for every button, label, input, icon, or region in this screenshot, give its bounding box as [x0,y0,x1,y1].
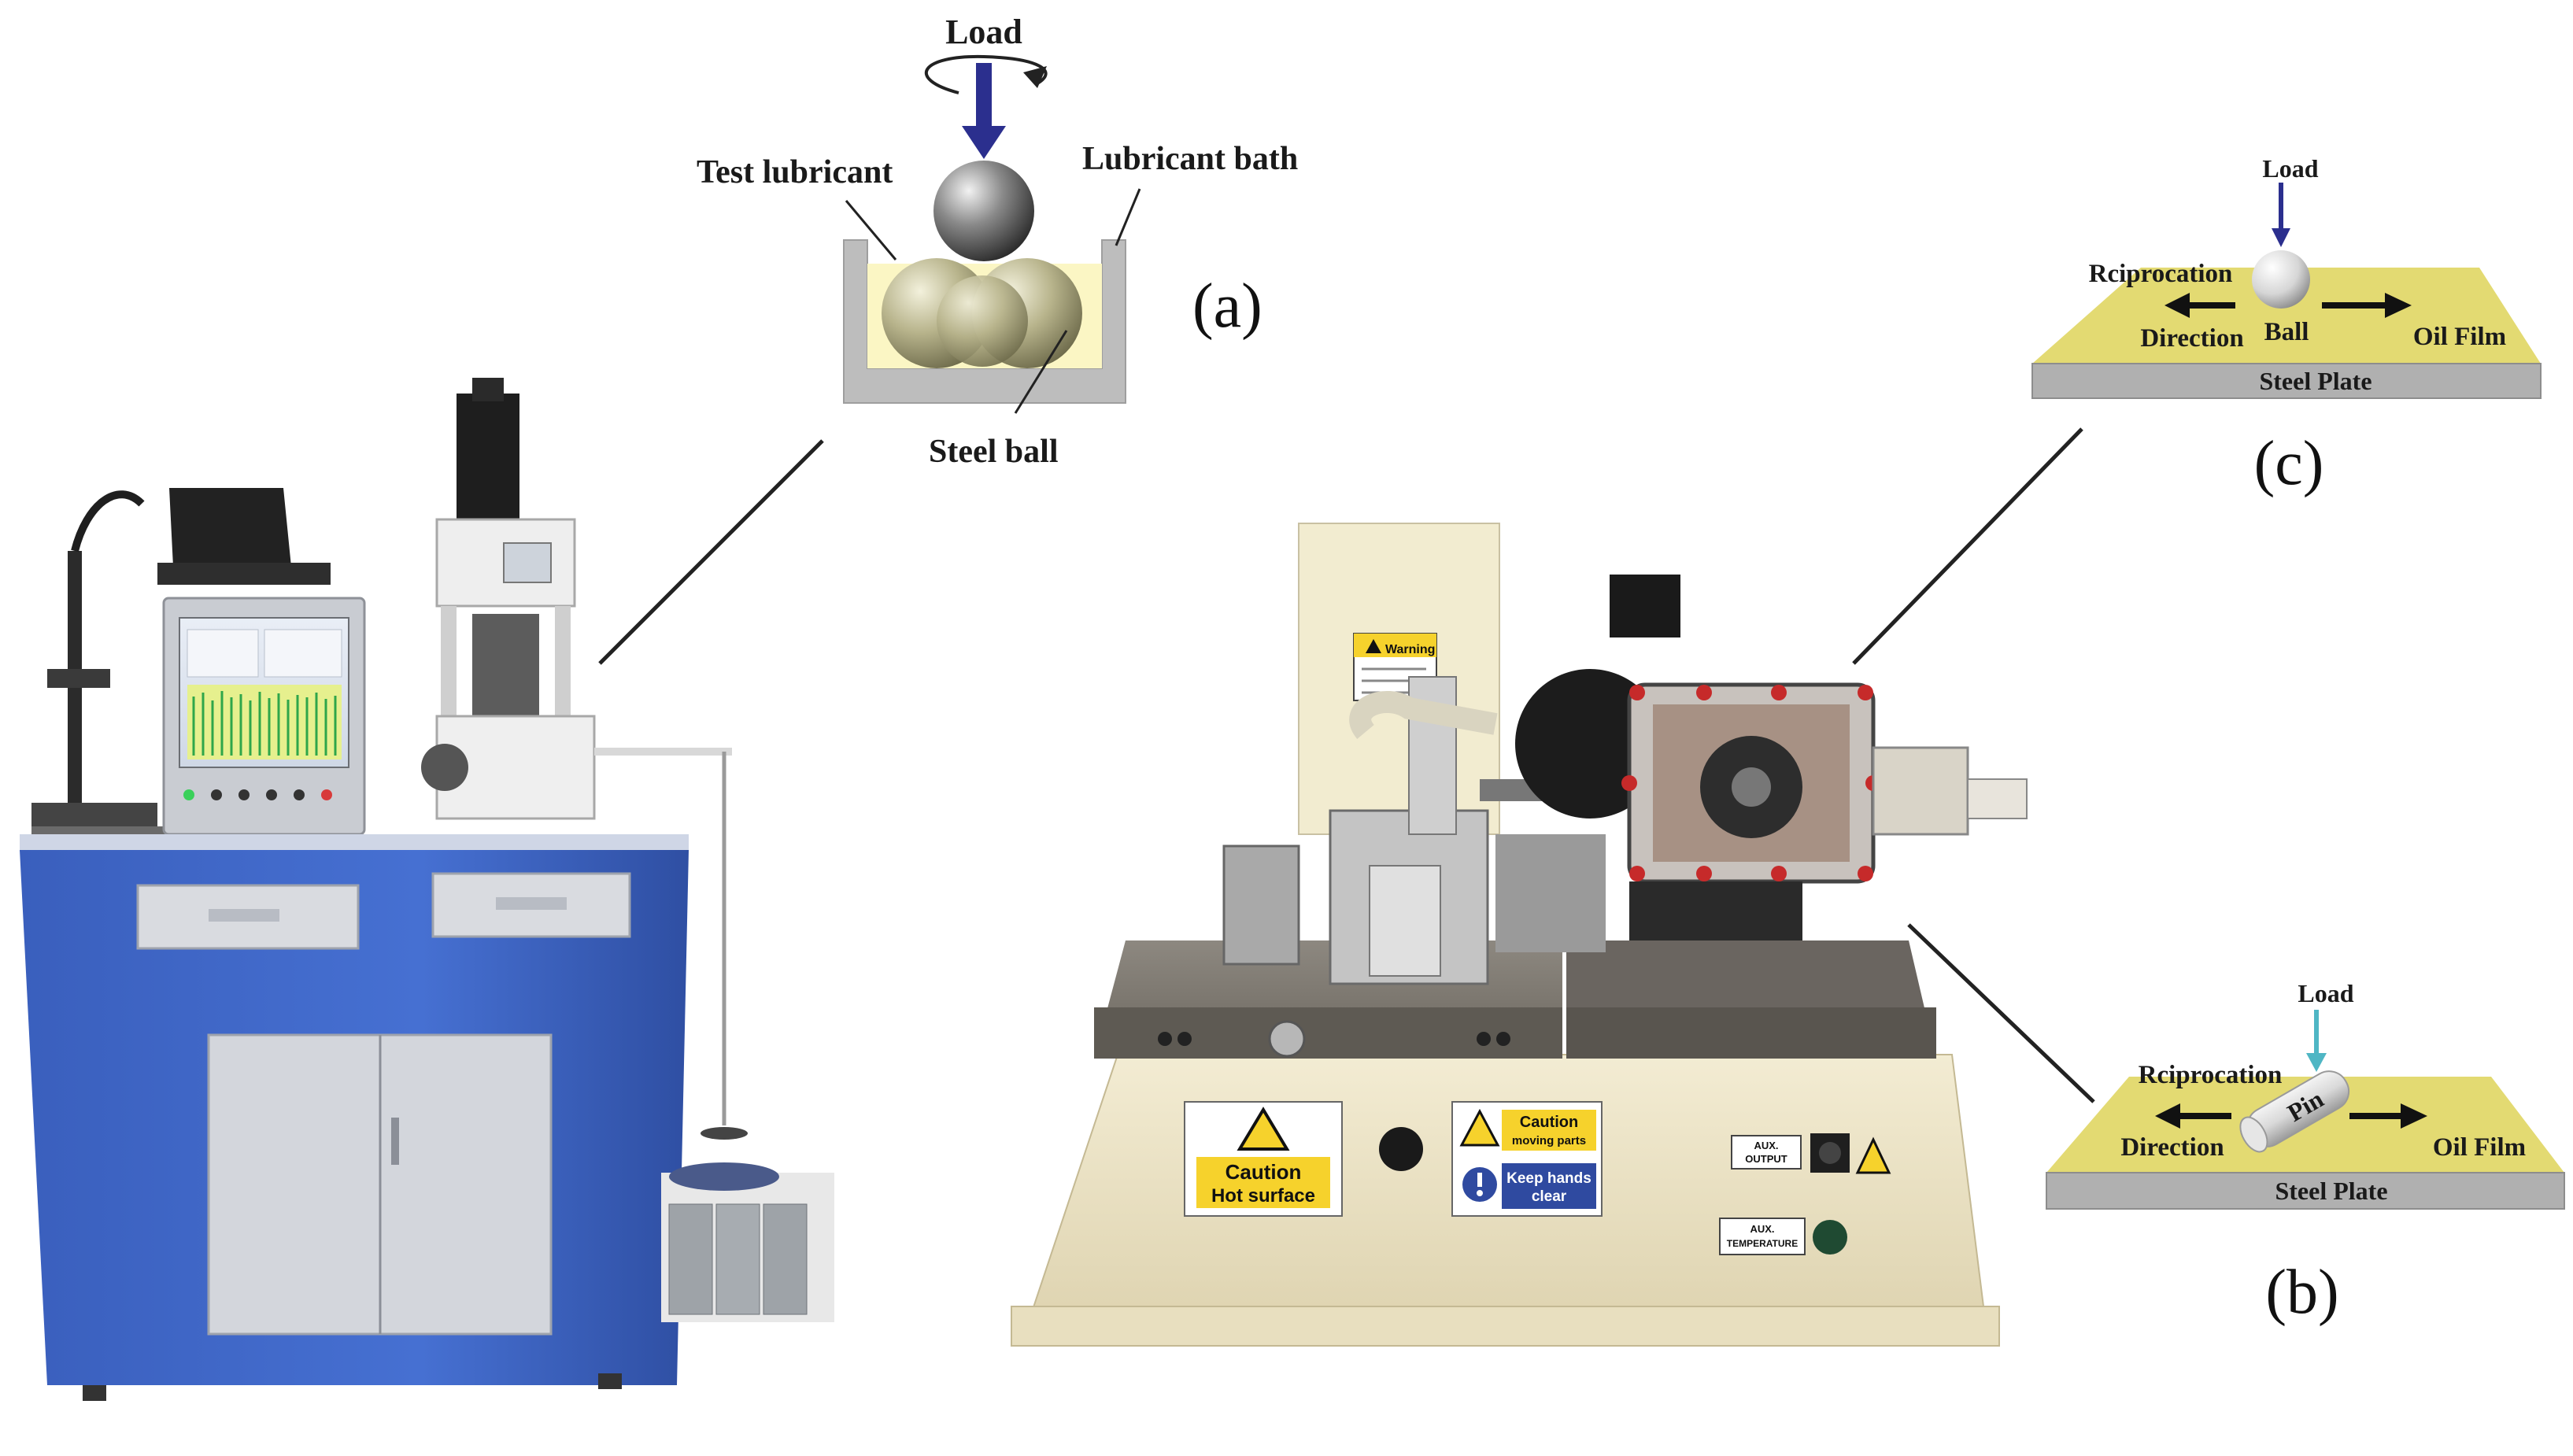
label-reciprocation-c: Rciprocation [2089,260,2233,288]
panel-b-pin-on-plate: Pin Load Rciprocation Direction Oil Film… [2046,979,2565,1327]
microscope [31,490,165,842]
direction-arrowhead-right-b [2401,1103,2427,1129]
ball-c [2252,250,2310,309]
panel-letter-a: (a) [1192,272,1262,341]
aux-output-line1: AUX. [1754,1140,1778,1151]
label-steel-ball: Steel ball [929,434,1059,470]
direction-arrowhead-left-c [2164,293,2190,318]
aux-temp-line2: TEMPERATURE [1727,1238,1798,1249]
knob [1268,1020,1306,1058]
blue-cabinet [20,850,689,1401]
bench-top [20,834,689,852]
tester-column [421,378,748,1140]
weight-stack [661,1162,834,1322]
label-load-a: Load [945,13,1022,51]
direction-arrowhead-left-b [2155,1103,2180,1129]
machine-feet [1011,1306,2000,1347]
label-load-c: Load [2262,154,2318,183]
caution-moving-parts-sign: Caution moving parts Keep hands clear [1451,1101,1603,1217]
caution-moving-line1: Caution [1520,1114,1578,1131]
leader-line-c [1852,427,2083,665]
panel-c-ball-on-plate: Load Rciprocation Direction Ball Oil Fil… [2031,154,2542,498]
electric-hazard-icon [1855,1136,1891,1174]
load-arrow-shaft [976,63,992,127]
rotation-arrowhead [1023,66,1047,88]
aux-temperature-panel: AUX. TEMPERATURE [1719,1218,1847,1255]
caution-moving-line2: moving parts [1512,1134,1586,1147]
steel-plate-c [2031,363,2542,399]
label-load-b: Load [2298,979,2353,1007]
label-ball-c: Ball [2264,318,2309,346]
rotation-arrow-icon [924,54,1048,94]
motor-and-chamber [1515,575,2028,940]
warning-triangle-icon [1459,1108,1500,1147]
top-ball [933,161,1034,261]
caution-hot-line2: Hot surface [1211,1185,1315,1207]
warning-sign-text: Warning [1385,643,1435,656]
label-reciprocation-b: Rciprocation [2139,1061,2283,1089]
label-test-lubricant: Test lubricant [697,154,893,190]
label-lubricant-bath: Lubricant bath [1082,141,1298,177]
four-ball-tester-machine [20,378,834,1401]
leader-line-a [598,439,824,665]
load-arrowhead-c [2272,228,2290,247]
panel-a-four-ball-schematic: Load Test lubricant Lubricant bath Steel… [697,13,1298,470]
warning-sign: Warning [1353,633,1437,701]
load-arrowhead-b [2306,1053,2327,1072]
steel-plate-b [2046,1172,2565,1210]
oil-film-c [2032,268,2541,364]
control-monitor [162,597,366,836]
label-direction-b: Direction [2120,1133,2224,1162]
load-arrow-head [962,126,1006,159]
sockets [1158,1032,1510,1046]
reciprocating-tester-machine: Warning [1011,523,2028,1347]
port-hole [1379,1127,1423,1171]
aux-output-panel: AUX. OUTPUT [1731,1133,1891,1174]
aux-output-line2: OUTPUT [1745,1153,1787,1165]
keyboard [157,488,331,585]
keep-hands-line2: clear [1532,1188,1567,1205]
pointer-steel-ball [1014,330,1068,414]
label-steel-plate-b: Steel Plate [2275,1177,2387,1205]
pin-b: Pin [2239,1070,2350,1153]
label-oil-film-c: Oil Film [2413,323,2506,351]
keep-hands-line1: Keep hands [1506,1170,1591,1187]
leader-line-b [1907,923,2095,1103]
direction-arrowhead-right-c [2385,293,2412,318]
label-oil-film-b: Oil Film [2433,1133,2526,1162]
caution-hot-line1: Caution [1226,1160,1302,1184]
label-steel-plate-c: Steel Plate [2259,367,2372,395]
panel-letter-b: (b) [2265,1258,2338,1327]
pointer-lubricant-bath [1115,188,1141,246]
panel-letter-c: (c) [2254,429,2324,498]
caution-hot-surface-sign: Caution Hot surface [1184,1101,1343,1217]
right-steel-top-front [1566,1007,1936,1059]
aux-temp-line1: AUX. [1750,1223,1774,1235]
steel-ball-middle [937,275,1028,367]
label-direction-c: Direction [2140,324,2243,353]
pointer-test-lubricant [845,200,897,261]
